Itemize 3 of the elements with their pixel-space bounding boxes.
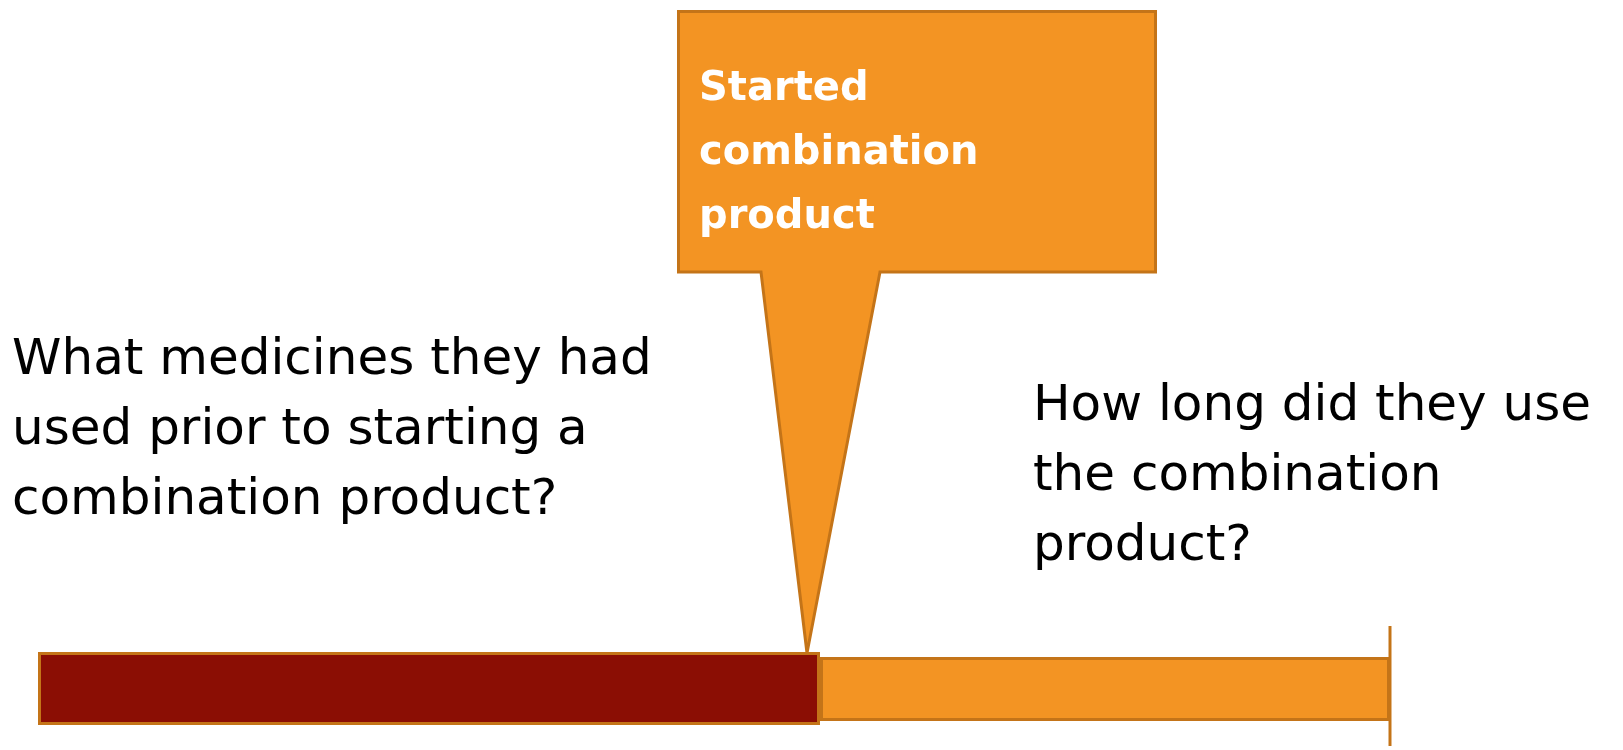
question-text: What medicines they had used prior to starting a combination product?	[12, 327, 653, 528]
question-text: How long did they use the combination product?	[1033, 373, 1593, 574]
callout-text: Started combination product	[699, 62, 980, 239]
